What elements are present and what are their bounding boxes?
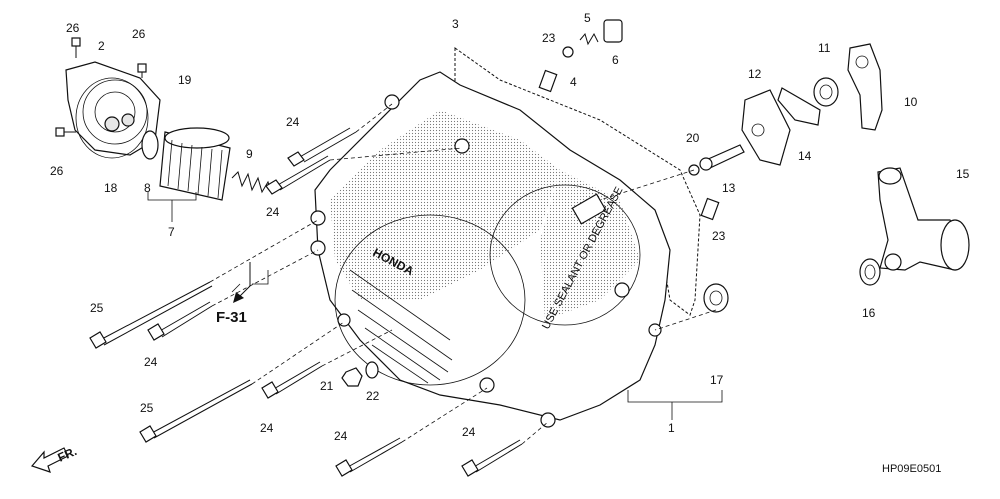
- cover-vents: [349, 269, 453, 384]
- callout-6: 6: [612, 53, 619, 67]
- bolt-24-bottom-left: [335, 437, 403, 477]
- plate-14: [777, 87, 821, 126]
- callout-5: 5: [584, 11, 591, 25]
- callout-24-upper: 24: [286, 115, 300, 129]
- callout-23-top: 23: [542, 31, 556, 45]
- callout-22: 22: [366, 389, 380, 403]
- oil-seal-16: [859, 258, 881, 286]
- callout-15: 15: [956, 167, 970, 181]
- callout-2: 2: [98, 39, 105, 53]
- shift-arm-15: [877, 167, 970, 271]
- callout-11: 11: [818, 41, 831, 55]
- callout-18: 18: [104, 181, 118, 195]
- callout-14: 14: [798, 149, 812, 163]
- bolt-24-left-mid: [147, 301, 213, 341]
- bolt-25-upper-long: [89, 281, 213, 349]
- front-direction-indicator: FR.: [30, 444, 79, 473]
- leader-lines: [147, 103, 723, 445]
- callout-19: 19: [178, 73, 192, 87]
- dowel-pin-23-right: [700, 197, 720, 221]
- plug-6: [603, 19, 623, 43]
- callout-25-lower: 25: [140, 401, 154, 415]
- front-arrow-icon: [30, 447, 69, 473]
- callout-13: 13: [722, 181, 736, 195]
- oil-seal-11: [813, 77, 839, 107]
- oil-filter-o-ring: [75, 77, 149, 159]
- bolt-13: [699, 144, 745, 171]
- callout-26-top-left: 26: [66, 21, 80, 35]
- bolt-24-upper-mid: [265, 155, 331, 195]
- reference-marker: F-31: [216, 262, 251, 326]
- oil-filter-spring: [231, 171, 273, 195]
- callout-20: 20: [686, 131, 700, 145]
- callout-17: 17: [710, 373, 724, 387]
- callout-4: 4: [570, 75, 577, 89]
- bolt-24-upper-short: [287, 127, 357, 167]
- gasket: [454, 47, 701, 316]
- washer-4: [562, 46, 574, 58]
- bolt-24-lower-mid: [261, 361, 323, 399]
- spring-5: [579, 32, 599, 46]
- callout-21: 21: [320, 379, 334, 393]
- oil-filter-seal: [141, 130, 159, 160]
- callout-9: 9: [246, 147, 253, 161]
- callout-23-right: 23: [712, 229, 726, 243]
- callout-26-top-right: 26: [132, 27, 146, 41]
- bearing-17: [703, 283, 729, 313]
- callout-1: 1: [668, 421, 675, 435]
- callout-12: 12: [748, 67, 762, 81]
- callout-3: 3: [452, 17, 459, 31]
- bolt-26-bottom: [55, 127, 76, 137]
- callout-24-left: 24: [144, 355, 158, 369]
- washer-22: [365, 361, 379, 379]
- bolt-25-lower-long: [139, 379, 253, 443]
- callouts: 1 2 3 4 5 6 7 8 9 10 11 12 13 14 15 16 1…: [50, 11, 970, 443]
- callout-16: 16: [862, 306, 876, 320]
- callout-24-bottom-left: 24: [334, 429, 348, 443]
- callout-25-upper: 25: [90, 301, 104, 315]
- front-label: FR.: [56, 444, 79, 465]
- oil-filter-element: [159, 127, 231, 201]
- stopper-arm-10: [847, 43, 883, 131]
- callout-24-upper-mid: 24: [266, 205, 280, 219]
- callout-10: 10: [904, 95, 918, 109]
- bolt-26-top-left: [71, 37, 81, 58]
- nut-21: [341, 367, 363, 387]
- reference-label: F-31: [216, 309, 247, 326]
- bolt-26-top-right: [137, 63, 147, 78]
- figure-code: HP09E0501: [882, 463, 941, 475]
- plate-12: [741, 89, 791, 166]
- callout-8: 8: [144, 181, 151, 195]
- bolt-24-bottom-right: [461, 439, 523, 477]
- callout-24-bottom-right: 24: [462, 425, 476, 439]
- callout-7: 7: [168, 225, 175, 239]
- dowel-pin-23-top: [538, 69, 558, 93]
- crankcase-cover: HONDA USE SEALANT OR DEGREASE: [310, 71, 671, 428]
- callout-24-lower: 24: [260, 421, 274, 435]
- callout-26-bottom: 26: [50, 164, 64, 178]
